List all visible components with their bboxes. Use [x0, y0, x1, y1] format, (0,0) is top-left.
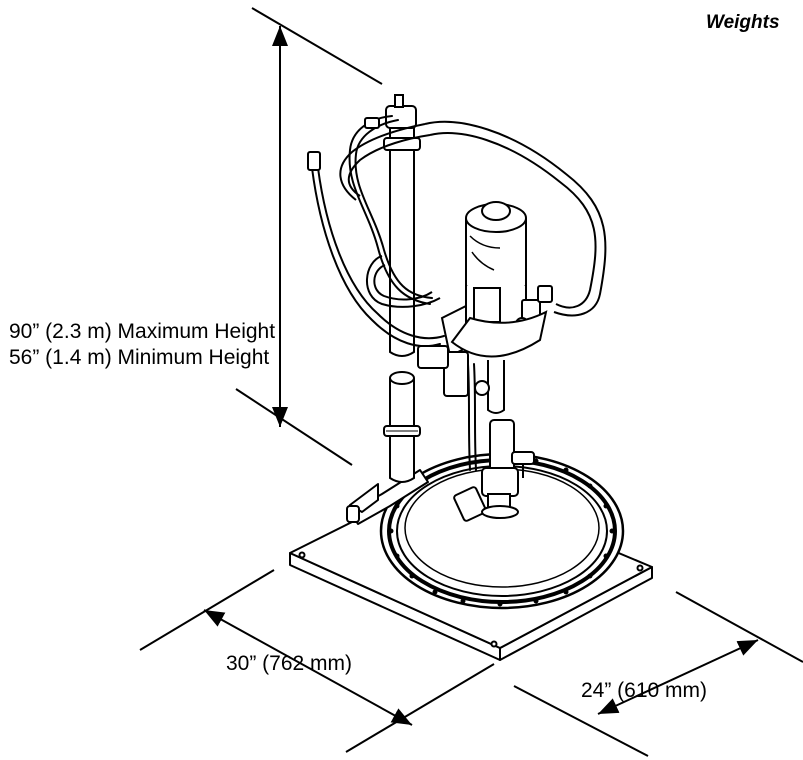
plate-bolt [636, 564, 644, 572]
plate-bolt [298, 551, 306, 559]
width-dimension-line [597, 639, 759, 715]
stand-bracket [346, 469, 429, 525]
depth-dimension-line [203, 609, 413, 726]
width-extension-right [675, 591, 803, 663]
guard-handle [339, 120, 607, 317]
width-dimension [513, 591, 803, 757]
height-extension-top [251, 7, 383, 85]
max-height-label: 90” (2.3 m) Maximum Height [9, 320, 276, 343]
hoses [311, 115, 477, 471]
height-dimension [235, 7, 383, 466]
depth-dimension [139, 569, 495, 753]
plate-bolt [490, 640, 498, 648]
min-height-label: 56” (1.4 m) Minimum Height [9, 346, 270, 369]
depth-extension-right [345, 663, 495, 753]
section-heading: Weights [706, 12, 780, 33]
height-extension-bottom [235, 388, 353, 466]
pump-body [417, 310, 548, 522]
width-extension-left [513, 685, 649, 757]
hose-fitting [307, 117, 380, 171]
lower-column [383, 371, 421, 483]
